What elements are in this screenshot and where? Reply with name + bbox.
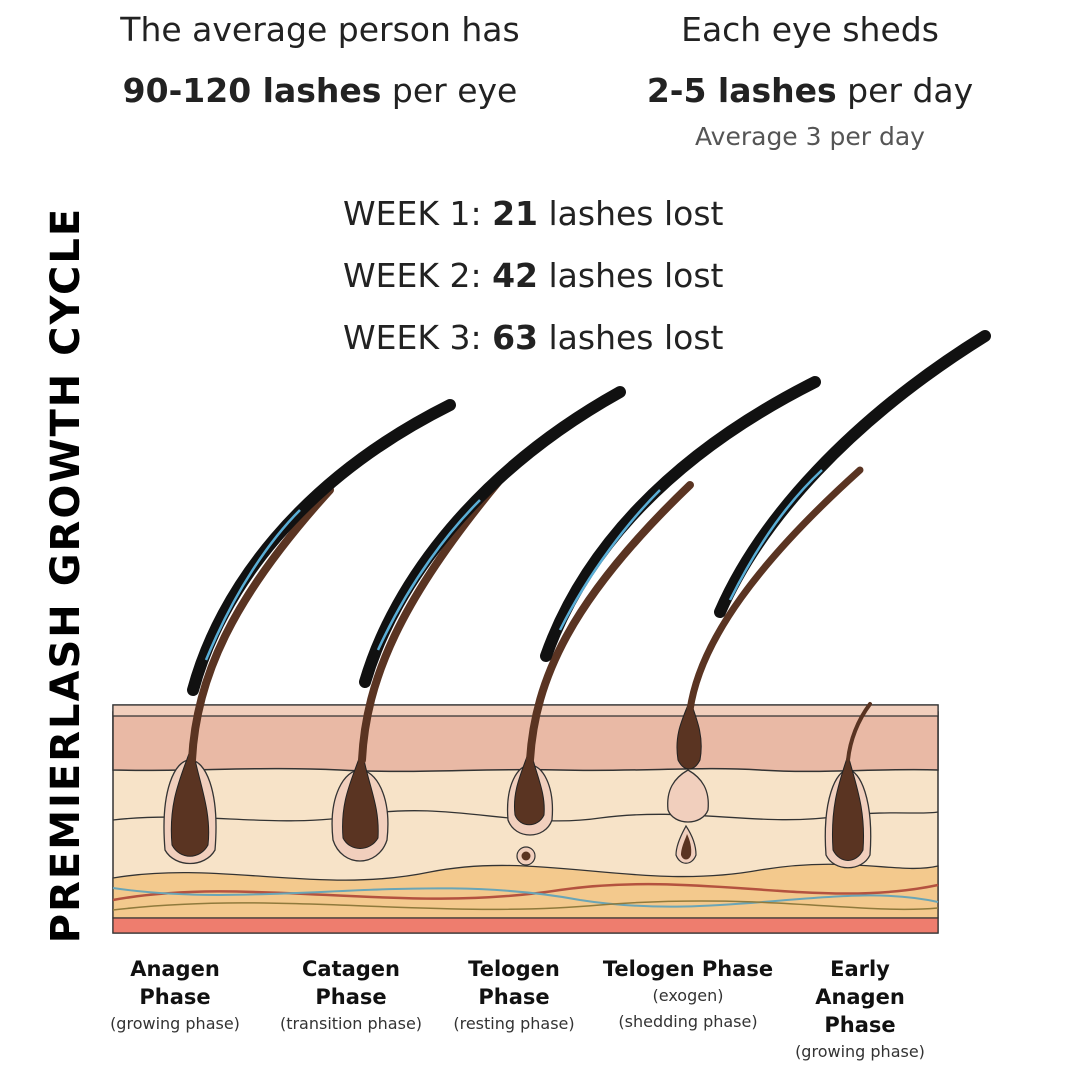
week-suffix: lashes lost <box>538 194 724 233</box>
follicle-exogen <box>667 330 991 864</box>
week-count: 42 <box>492 256 539 295</box>
week-count: 63 <box>492 318 539 357</box>
week-suffix: lashes lost <box>538 318 724 357</box>
stat-right-line1: Each eye sheds <box>681 10 939 49</box>
phase-label-early-anagen: Early Anagen Phase (growing phase) <box>775 955 945 1065</box>
nerve-line <box>112 887 939 908</box>
phase-subtitle: (exogen) <box>652 986 724 1005</box>
phase-name: Phase <box>824 1013 896 1037</box>
phase-subtitle: (shedding phase) <box>618 1012 758 1031</box>
phase-label-telogen: Telogen Phase (resting phase) <box>429 955 599 1037</box>
tissue-line <box>112 900 939 911</box>
follicle-early-anagen <box>824 702 872 869</box>
phase-label-anagen: Anagen Phase (growing phase) <box>90 955 260 1037</box>
week-prefix: WEEK 3: <box>343 318 493 357</box>
epidermis-layer <box>112 711 939 773</box>
follicle-anagen <box>163 399 456 864</box>
follicle-telogen <box>506 376 821 866</box>
phase-name: Phase <box>139 985 211 1009</box>
stat-left-bold: 90-120 lashes <box>122 71 382 110</box>
week-suffix: lashes lost <box>538 256 724 295</box>
base-layer <box>112 917 939 934</box>
phase-subtitle: (growing phase) <box>795 1042 925 1061</box>
stat-right-line2: 2-5 lashes per day <box>610 71 1010 110</box>
phase-label-exogen: Telogen Phase (exogen) (shedding phase) <box>588 955 788 1035</box>
phase-label-catagen: Catagen Phase (transition phase) <box>266 955 436 1037</box>
stat-left-rest: per eye <box>381 71 518 110</box>
phase-name: Telogen Phase <box>602 957 774 981</box>
phase-subtitle: (transition phase) <box>279 1014 423 1033</box>
weeks-list: WEEK 1: 21 lashes lost WEEK 2: 42 lashes… <box>343 192 723 378</box>
phase-name: Telogen <box>468 957 560 981</box>
stat-right-rest: per day <box>836 71 974 110</box>
phase-name: Catagen <box>301 957 401 981</box>
stat-shed-per-day: Each eye sheds 2-5 lashes per day Averag… <box>610 10 1010 151</box>
lash-catagen <box>359 386 626 688</box>
stat-left-line2: 90-120 lashes per eye <box>90 71 550 110</box>
stat-right-bold: 2-5 lashes <box>646 71 837 110</box>
week-line: WEEK 2: 42 lashes lost <box>343 254 723 316</box>
phase-name: Early <box>830 957 890 981</box>
phase-subtitle: (resting phase) <box>453 1014 575 1033</box>
week-line: WEEK 1: 21 lashes lost <box>343 192 723 254</box>
week-prefix: WEEK 2: <box>343 256 493 295</box>
lash-early-anagen <box>846 702 872 762</box>
phase-subtitle: (growing phase) <box>110 1014 240 1033</box>
surface-layer <box>112 704 939 717</box>
lash-exogen <box>714 330 991 618</box>
lash-anagen <box>187 399 456 696</box>
phase-name: Phase <box>315 985 387 1009</box>
phase-name: Anagen <box>130 957 220 981</box>
week-line: WEEK 3: 63 lashes lost <box>343 316 723 378</box>
phase-name: Anagen <box>815 985 905 1009</box>
follicle-catagen <box>331 386 626 862</box>
stat-lashes-per-eye: The average person has 90-120 lashes per… <box>90 10 550 110</box>
week-count: 21 <box>492 194 539 233</box>
lash-telogen <box>540 376 821 662</box>
stat-left-line1: The average person has <box>120 10 520 49</box>
week-prefix: WEEK 1: <box>343 194 493 233</box>
stat-right-note: Average 3 per day <box>695 122 925 151</box>
phase-name: Phase <box>478 985 550 1009</box>
blood-vessel <box>112 882 939 902</box>
